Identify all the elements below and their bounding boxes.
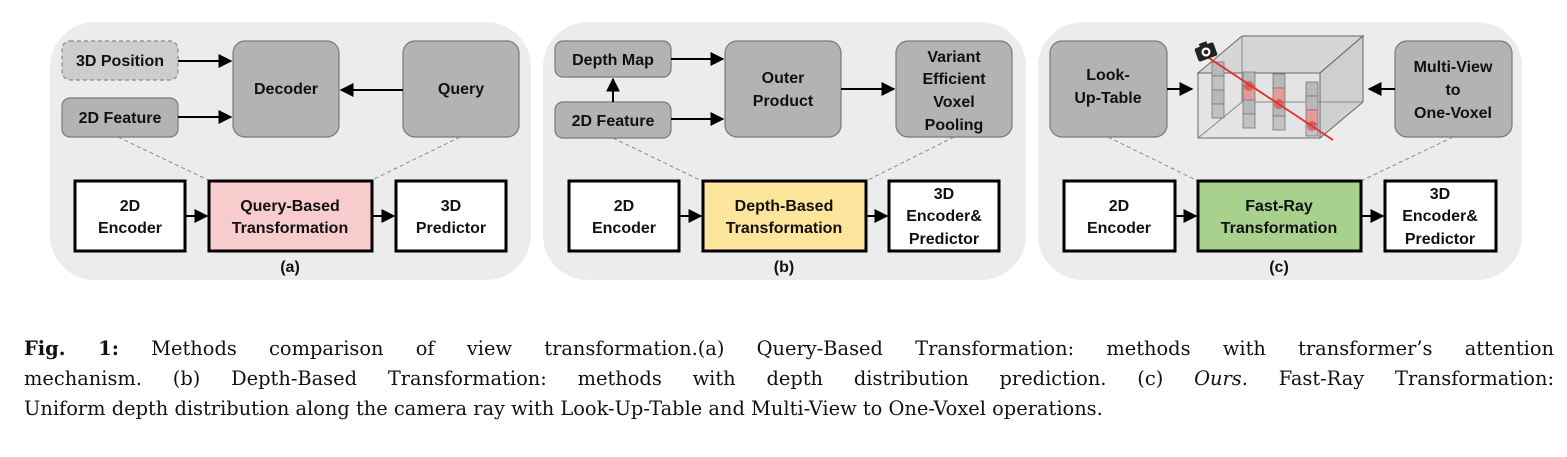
label-2d-feature-b: 2D Feature <box>572 113 655 130</box>
label-vevp-l4: Pooling <box>925 117 984 134</box>
label-vevp-l3: Voxel <box>933 94 975 111</box>
ray-hit-3 <box>1307 121 1317 131</box>
dashed-link-right <box>369 136 461 182</box>
label-qbt-l2: Transformation <box>232 220 348 237</box>
panel-a: 3D Position 2D Feature Decoder Query 2D … <box>50 22 531 280</box>
figure-caption: Fig. 1: Methods comparison of view trans… <box>24 334 1554 424</box>
label-3dep-b-l2: Encoder& <box>906 208 982 225</box>
panel-b-label: (b) <box>774 259 794 276</box>
caption-text-2a: mechanism. (b) Depth-Based Transformatio… <box>24 367 1164 390</box>
label-2d-encoder-l2: Encoder <box>98 220 162 237</box>
box-query-based-transformation <box>207 179 374 253</box>
label-3dep-b-l1: 3D <box>934 186 954 203</box>
panel-b: Depth Map 2D Feature Outer Product Varia… <box>543 22 1026 280</box>
caption-line-3: Uniform depth distribution along the cam… <box>24 397 1103 420</box>
label-2d-feature: 2D Feature <box>79 110 162 127</box>
label-qbt-l1: Query-Based <box>240 198 340 215</box>
voxel-column-1 <box>1211 61 1225 119</box>
label-vevp-l2: Efficient <box>922 71 986 88</box>
box-3d-predictor <box>394 179 508 253</box>
box-look-up-table <box>1049 40 1168 138</box>
method-comparison-figure: 3D Position 2D Feature Decoder Query 2D … <box>50 22 1522 280</box>
label-3dep-c-l3: Predictor <box>1405 231 1475 248</box>
label-lut-l1: Look- <box>1086 67 1130 84</box>
label-frt-l1: Fast-Ray <box>1245 198 1313 215</box>
box-depth-based-transformation <box>701 179 868 253</box>
box-2d-encoder-b <box>567 179 681 253</box>
label-outer-product-l1: Outer <box>762 70 805 87</box>
box-3d-encoder-predictor-b <box>887 179 1001 253</box>
label-query: Query <box>438 81 484 98</box>
box-2d-encoder <box>73 179 187 253</box>
label-decoder: Decoder <box>254 81 318 98</box>
label-3d-predictor-l1: 3D <box>441 198 461 215</box>
caption-ours: Ours. <box>1194 367 1248 390</box>
caption-line-2: mechanism. (b) Depth-Based Transformatio… <box>24 364 1554 394</box>
panel-c-label: (c) <box>1269 259 1289 276</box>
label-2d-encoder-b-l1: 2D <box>614 198 634 215</box>
label-mv-l1: Multi-View <box>1414 59 1493 76</box>
dashed-link-left-b <box>612 137 703 182</box>
label-2d-encoder-c-l2: Encoder <box>1087 220 1151 237</box>
panel-a-label: (a) <box>280 259 300 276</box>
caption-label: Fig. 1: <box>24 337 119 360</box>
label-dbt-l1: Depth-Based <box>735 198 834 215</box>
box-2d-encoder-c <box>1062 179 1177 253</box>
ray-hit-2 <box>1274 99 1284 109</box>
dashed-link-left <box>117 136 211 182</box>
label-2d-encoder-l1: 2D <box>120 198 140 215</box>
label-dbt-l2: Transformation <box>726 220 842 237</box>
label-depth-map: Depth Map <box>572 52 654 69</box>
label-3dep-c-l2: Encoder& <box>1402 208 1478 225</box>
dashed-link-right-b <box>865 136 955 182</box>
label-3d-position: 3D Position <box>76 53 164 70</box>
box-fast-ray-transformation <box>1196 179 1363 253</box>
box-outer-product <box>724 40 842 138</box>
dashed-link-left-c <box>1107 136 1199 182</box>
cube-hidden-edge-3 <box>1197 101 1243 139</box>
caption-text-2b: Fast-Ray Transformation: <box>1278 367 1555 390</box>
label-vevp-l1: Variant <box>927 49 981 66</box>
label-2d-encoder-c-l1: 2D <box>1109 198 1129 215</box>
label-mv-l3: One-Voxel <box>1414 105 1492 122</box>
label-3dep-c-l1: 3D <box>1430 186 1450 203</box>
label-mv-l2: to <box>1445 82 1460 99</box>
label-frt-l2: Transformation <box>1221 220 1337 237</box>
panel-c: Look- Up-Table Multi-View to One-Voxel <box>1038 22 1522 280</box>
camera-icon <box>1194 41 1218 62</box>
box-3d-encoder-predictor-c <box>1383 179 1498 253</box>
voxel-cube-illustration <box>1194 34 1365 141</box>
box-3d-position <box>61 40 179 81</box>
caption-line-1: Fig. 1: Methods comparison of view trans… <box>24 334 1554 364</box>
dashed-link-right-c <box>1360 136 1454 182</box>
voxel-column-2 <box>1242 71 1256 129</box>
label-3dep-b-l3: Predictor <box>909 231 979 248</box>
caption-text-1: Methods comparison of view transformatio… <box>151 337 1555 360</box>
ray-hit-1 <box>1244 81 1254 91</box>
label-2d-encoder-b-l2: Encoder <box>592 220 656 237</box>
label-outer-product-l2: Product <box>753 93 814 110</box>
label-3d-predictor-l2: Predictor <box>416 220 486 237</box>
label-lut-l2: Up-Table <box>1074 90 1141 107</box>
box-decoder <box>232 40 340 138</box>
